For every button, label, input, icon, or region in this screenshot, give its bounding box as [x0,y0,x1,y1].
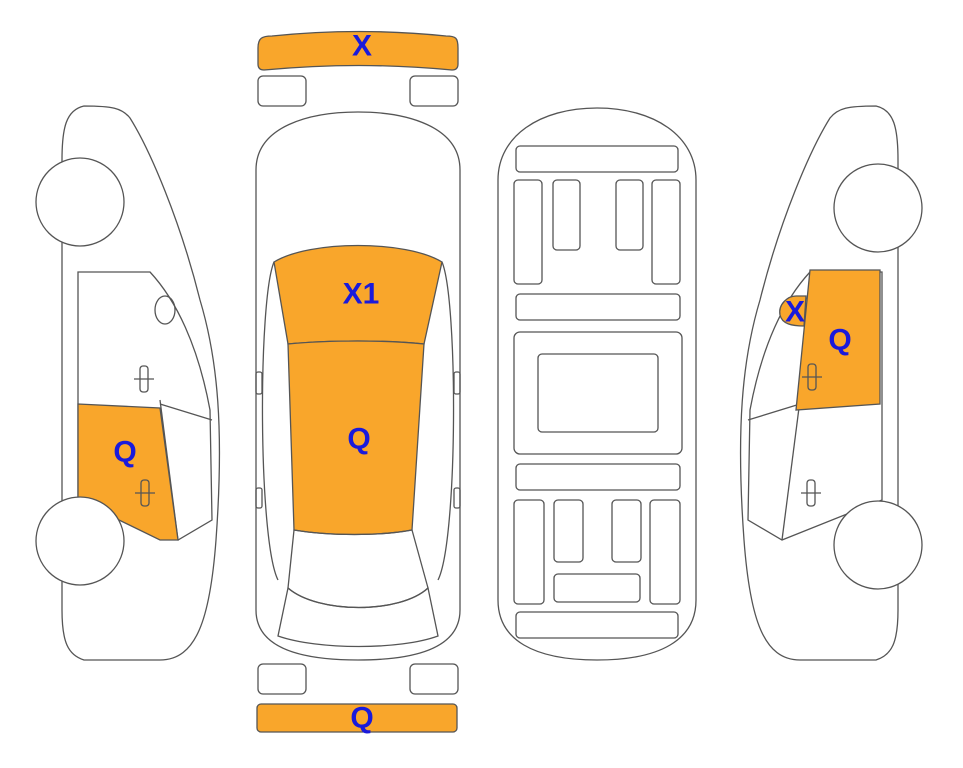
right-side-pillar [747,403,801,421]
right-front-door-handle[interactable] [802,363,822,391]
front-bumper-panel[interactable] [257,30,459,71]
top-view-left-door-seam [261,261,279,581]
top-view-right-door-seam [437,261,455,581]
rear-bumper-panel[interactable] [256,703,458,733]
underbody-front-right-box [615,179,644,251]
right-rear-door-panel[interactable] [795,269,881,411]
underbody-front-left-rail [513,179,543,285]
right-rear-door-code: Q [828,324,851,357]
left-side-view: Q [35,105,221,661]
windshield-code: X1 [343,278,380,311]
underbody-rear-left-box [553,499,584,563]
underbody-spare-well [553,573,641,603]
top-view-right-mirror [453,371,461,395]
right-rear-quarter-panel[interactable] [779,295,807,327]
underbody-center-tunnel [537,353,659,433]
right-side-window-outline [747,271,883,541]
underbody-rear-left-rail [513,499,545,605]
rear-bumper-code: Q [350,702,373,735]
front-right-tire [409,75,459,107]
underbody-center-tunnel-outer [513,331,683,455]
right-side-view: X Q [739,105,923,661]
rear-left-tire [257,663,307,695]
underbody-mid-crossmember [515,293,681,321]
left-side-window-outline [77,271,213,541]
underbody-outline [497,107,697,661]
roof-code: Q [347,423,370,456]
top-view-left-mirror [255,371,263,395]
right-front-wheel [833,163,923,253]
left-rear-door-handle[interactable] [135,479,155,507]
top-view-left-rear-handle [255,487,263,509]
left-front-wheel [35,157,125,247]
underbody-front-left-box [552,179,581,251]
top-view-right-rear-handle [453,487,461,509]
right-side-belt-line [781,399,801,541]
right-rear-wheel [833,500,923,590]
right-rear-door-handle[interactable] [801,479,821,507]
front-bumper-code: X [352,30,372,63]
top-view: X X1 Q Q [255,30,461,735]
right-rear-quarter-code: X [785,296,805,329]
left-side-pillar [159,403,213,421]
left-rear-wheel [35,496,125,586]
underbody-rear-right-box [611,499,642,563]
underbody-view [497,107,697,661]
underbody-rear-bumper-beam [515,611,679,639]
left-rear-door-code: Q [113,436,136,469]
left-side-mirror [154,295,176,325]
left-front-door-handle[interactable] [134,365,154,393]
underbody-front-right-rail [651,179,681,285]
underbody-rear-crossmember [515,463,681,491]
underbody-rear-right-rail [649,499,681,605]
underbody-front-crossmember [515,145,679,173]
front-left-tire [257,75,307,107]
rear-right-tire [409,663,459,695]
top-view-trunk-line [277,586,439,648]
